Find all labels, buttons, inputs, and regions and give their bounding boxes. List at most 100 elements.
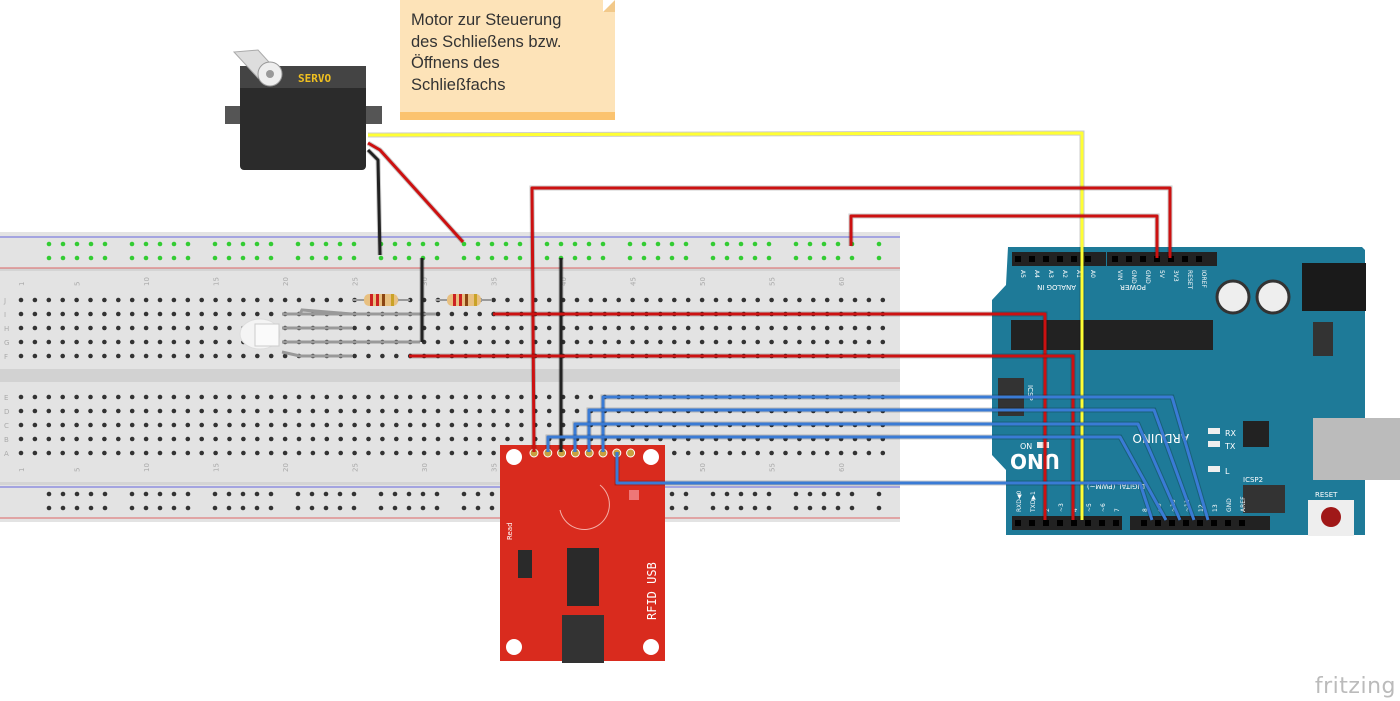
rail-hole[interactable] xyxy=(738,255,744,261)
breadboard-hole[interactable] xyxy=(366,450,371,456)
breadboard-hole[interactable] xyxy=(616,325,621,331)
breadboard-hole[interactable] xyxy=(588,325,594,331)
breadboard-hole[interactable] xyxy=(352,422,357,428)
breadboard-hole[interactable] xyxy=(185,353,191,359)
breadboard-hole[interactable] xyxy=(672,297,677,303)
breadboard-hole[interactable] xyxy=(713,339,719,345)
breadboard-hole[interactable] xyxy=(46,353,52,359)
breadboard-hole[interactable] xyxy=(296,408,302,414)
breadboard-hole[interactable] xyxy=(435,325,441,331)
breadboard-hole[interactable] xyxy=(407,325,413,331)
breadboard-hole[interactable] xyxy=(32,325,38,331)
breadboard-hole[interactable] xyxy=(477,325,483,331)
breadboard-hole[interactable] xyxy=(324,297,330,303)
breadboard-hole[interactable] xyxy=(171,311,177,317)
ground-wire[interactable] xyxy=(366,148,382,256)
breadboard-hole[interactable] xyxy=(394,353,399,359)
rail-hole[interactable] xyxy=(406,241,412,247)
rail-hole[interactable] xyxy=(392,241,398,247)
breadboard-hole[interactable] xyxy=(852,339,858,345)
rail-hole[interactable] xyxy=(724,491,730,497)
breadboard-hole[interactable] xyxy=(477,311,483,317)
breadboard-hole[interactable] xyxy=(116,422,121,428)
breadboard-hole[interactable] xyxy=(129,408,135,414)
breadboard-hole[interactable] xyxy=(185,422,191,428)
breadboard-hole[interactable] xyxy=(143,422,149,428)
breadboard-hole[interactable] xyxy=(213,422,218,428)
header-pin[interactable] xyxy=(1015,256,1021,262)
breadboard-hole[interactable] xyxy=(491,450,496,456)
breadboard-hole[interactable] xyxy=(213,339,218,345)
rail-hole[interactable] xyxy=(406,491,412,497)
rail-hole[interactable] xyxy=(88,505,94,511)
breadboard-hole[interactable] xyxy=(129,353,135,359)
breadboard-hole[interactable] xyxy=(254,394,260,400)
rail-hole[interactable] xyxy=(461,505,467,511)
breadboard-hole[interactable] xyxy=(268,408,274,414)
breadboard-hole[interactable] xyxy=(268,311,274,317)
breadboard-hole[interactable] xyxy=(185,297,191,303)
breadboard-hole[interactable] xyxy=(338,422,344,428)
rail-hole[interactable] xyxy=(74,491,80,497)
breadboard-hole[interactable] xyxy=(880,297,886,303)
header-pin[interactable] xyxy=(1183,520,1189,526)
breadboard-hole[interactable] xyxy=(88,422,93,428)
rail-hole[interactable] xyxy=(434,241,440,247)
breadboard-hole[interactable] xyxy=(519,325,524,331)
rail-hole[interactable] xyxy=(710,505,716,511)
rail-hole[interactable] xyxy=(46,255,52,261)
breadboard-hole[interactable] xyxy=(866,450,872,456)
breadboard-hole[interactable] xyxy=(380,353,385,359)
breadboard-hole[interactable] xyxy=(157,297,163,303)
breadboard-hole[interactable] xyxy=(574,339,580,345)
breadboard-hole[interactable] xyxy=(18,311,24,317)
breadboard-hole[interactable] xyxy=(102,311,107,317)
rail-hole[interactable] xyxy=(309,241,315,247)
breadboard-hole[interactable] xyxy=(254,422,260,428)
rail-hole[interactable] xyxy=(461,255,467,261)
breadboard-hole[interactable] xyxy=(46,422,52,428)
breadboard-hole[interactable] xyxy=(407,408,413,414)
breadboard-hole[interactable] xyxy=(227,353,232,359)
breadboard-hole[interactable] xyxy=(32,436,38,442)
breadboard-hole[interactable] xyxy=(380,325,385,331)
breadboard-hole[interactable] xyxy=(394,408,399,414)
resistor-2[interactable] xyxy=(436,294,492,306)
breadboard-hole[interactable] xyxy=(463,422,469,428)
breadboard-hole[interactable] xyxy=(838,450,844,456)
rail-hole[interactable] xyxy=(517,241,523,247)
breadboard-hole[interactable] xyxy=(866,325,872,331)
header-pin[interactable] xyxy=(1154,256,1160,262)
breadboard-hole[interactable] xyxy=(116,436,121,442)
rail-hole[interactable] xyxy=(268,241,274,247)
rail-hole[interactable] xyxy=(351,255,357,261)
breadboard-hole[interactable] xyxy=(380,436,385,442)
breadboard-hole[interactable] xyxy=(505,436,510,442)
breadboard-hole[interactable] xyxy=(324,422,330,428)
rail-hole[interactable] xyxy=(572,255,578,261)
breadboard-hole[interactable] xyxy=(143,408,149,414)
rail-hole[interactable] xyxy=(835,255,841,261)
rail-hole[interactable] xyxy=(74,241,80,247)
rail-hole[interactable] xyxy=(821,241,827,247)
breadboard-hole[interactable] xyxy=(407,436,413,442)
header-pin[interactable] xyxy=(1057,256,1063,262)
rail-hole[interactable] xyxy=(102,491,108,497)
breadboard-hole[interactable] xyxy=(157,353,163,359)
rail-hole[interactable] xyxy=(129,241,135,247)
rail-hole[interactable] xyxy=(475,491,481,497)
rail-hole[interactable] xyxy=(392,505,398,511)
note-box[interactable]: Motor zur Steuerung des Schließens bzw. … xyxy=(400,0,615,120)
breadboard-hole[interactable] xyxy=(699,339,705,345)
rfid-usb-board[interactable]: RFID USB Read xyxy=(500,445,665,663)
breadboard-hole[interactable] xyxy=(32,408,38,414)
breadboard-hole[interactable] xyxy=(824,325,830,331)
breadboard-hole[interactable] xyxy=(129,311,135,317)
rail-hole[interactable] xyxy=(323,241,329,247)
rail-hole[interactable] xyxy=(489,505,495,511)
breadboard-hole[interactable] xyxy=(185,325,191,331)
breadboard-hole[interactable] xyxy=(769,339,774,345)
breadboard-hole[interactable] xyxy=(32,422,38,428)
breadboard-hole[interactable] xyxy=(18,394,24,400)
breadboard-hole[interactable] xyxy=(213,353,218,359)
